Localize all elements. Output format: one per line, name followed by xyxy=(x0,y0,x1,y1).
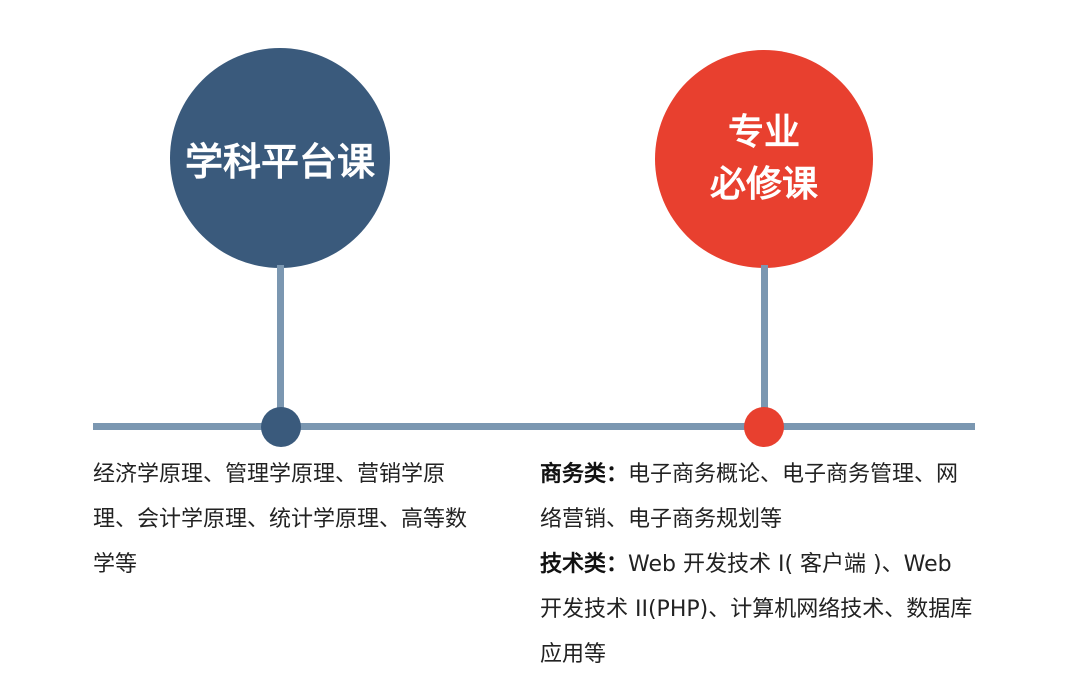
left-connector-line xyxy=(277,265,284,415)
technology-category-text: Web 开发技术 I( 客户端 )、Web 开发技术 II(PHP)、计算机网络… xyxy=(540,552,973,667)
business-category-label: 商务类： xyxy=(540,462,629,487)
business-category-text: 电子商务概论、电子商务管理、网络营销、电子商务规划等 xyxy=(540,462,959,532)
right-connector-line xyxy=(761,265,768,415)
business-category: 商务类：电子商务概论、电子商务管理、网络营销、电子商务规划等 xyxy=(540,452,980,542)
subject-platform-course-list: 经济学原理、管理学原理、营销学原理、会计学原理、统计学原理、高等数学等 xyxy=(93,462,468,577)
timeline-axis xyxy=(93,423,975,430)
subject-platform-course-title: 学科平台课 xyxy=(184,139,375,184)
major-required-title-line1: 专业 xyxy=(727,112,800,153)
left-timeline-node xyxy=(261,407,301,447)
subject-platform-course-circle: 学科平台课 xyxy=(170,48,390,268)
major-required-title-line2: 必修课 xyxy=(709,164,818,205)
technology-category-label: 技术类： xyxy=(540,552,629,577)
major-required-course-circle: 专业 必修课 xyxy=(655,50,873,268)
right-timeline-node xyxy=(744,407,784,447)
major-required-course-list: 商务类：电子商务概论、电子商务管理、网络营销、电子商务规划等 技术类：Web 开… xyxy=(540,452,980,677)
technology-category: 技术类：Web 开发技术 I( 客户端 )、Web 开发技术 II(PHP)、计… xyxy=(540,542,980,677)
